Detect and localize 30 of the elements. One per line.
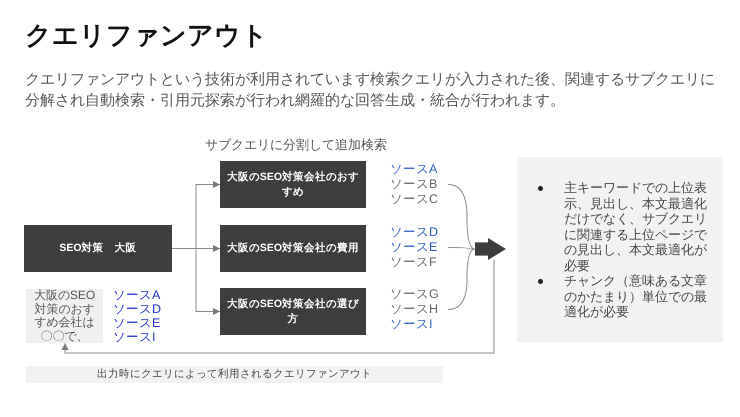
source-label: ソースD <box>390 225 438 240</box>
source-label: ソースB <box>390 177 438 192</box>
query-box: SEO対策 大阪 <box>24 225 172 272</box>
source-label: ソースA <box>113 288 160 302</box>
connector-line <box>448 184 476 250</box>
arrow <box>172 248 220 315</box>
source-label: ソースC <box>390 192 438 207</box>
source-label: ソースF <box>390 255 437 270</box>
source-label: ソースE <box>113 316 160 330</box>
arrow <box>62 260 494 354</box>
source-label: ソースI <box>113 330 156 344</box>
heading: クエリファンアウト <box>25 19 268 52</box>
annotation-text: サブクエリに分割して追加検索 <box>205 137 388 153</box>
snippet-box: 大阪のSEO対策のおすすめ会社は〇〇で、 <box>26 289 103 343</box>
subquery-box: 大阪のSEO対策会社のおすすめ <box>220 161 366 208</box>
description-text: クエリファンアウトという技術が利用されています検索クエリが入力された後、関連するサブクエリに分解され自動検索・引用元探索が行われ網羅的な回答生成・統合が行われます。 <box>25 70 716 110</box>
source-label: ソースH <box>390 302 438 317</box>
subquery-box: 大阪のSEO対策会社の費用 <box>220 225 366 272</box>
caption-band: 出力時にクエリによって利用されるクエリファンアウト <box>26 366 443 383</box>
source-label: ソースE <box>390 240 438 255</box>
bullet-text: 主キーワードでの上位表示、見出し、本文最適化だけでなく、サブクエリに関連する上位ページでの見出し、本文最適化が必要 <box>564 180 708 273</box>
connector-line <box>448 247 476 250</box>
source-label: ソースI <box>390 317 432 332</box>
bullet-text: チャンク（意味ある文章のかたまり）単位での最適化が必要 <box>564 273 708 320</box>
source-label: ソースA <box>390 162 438 177</box>
note-panel <box>517 157 723 342</box>
subquery-box: 大阪のSEO対策会社の選び方 <box>220 288 366 335</box>
connector-line <box>448 248 476 310</box>
source-label: ソースD <box>113 302 162 316</box>
source-label: ソースG <box>390 287 439 302</box>
